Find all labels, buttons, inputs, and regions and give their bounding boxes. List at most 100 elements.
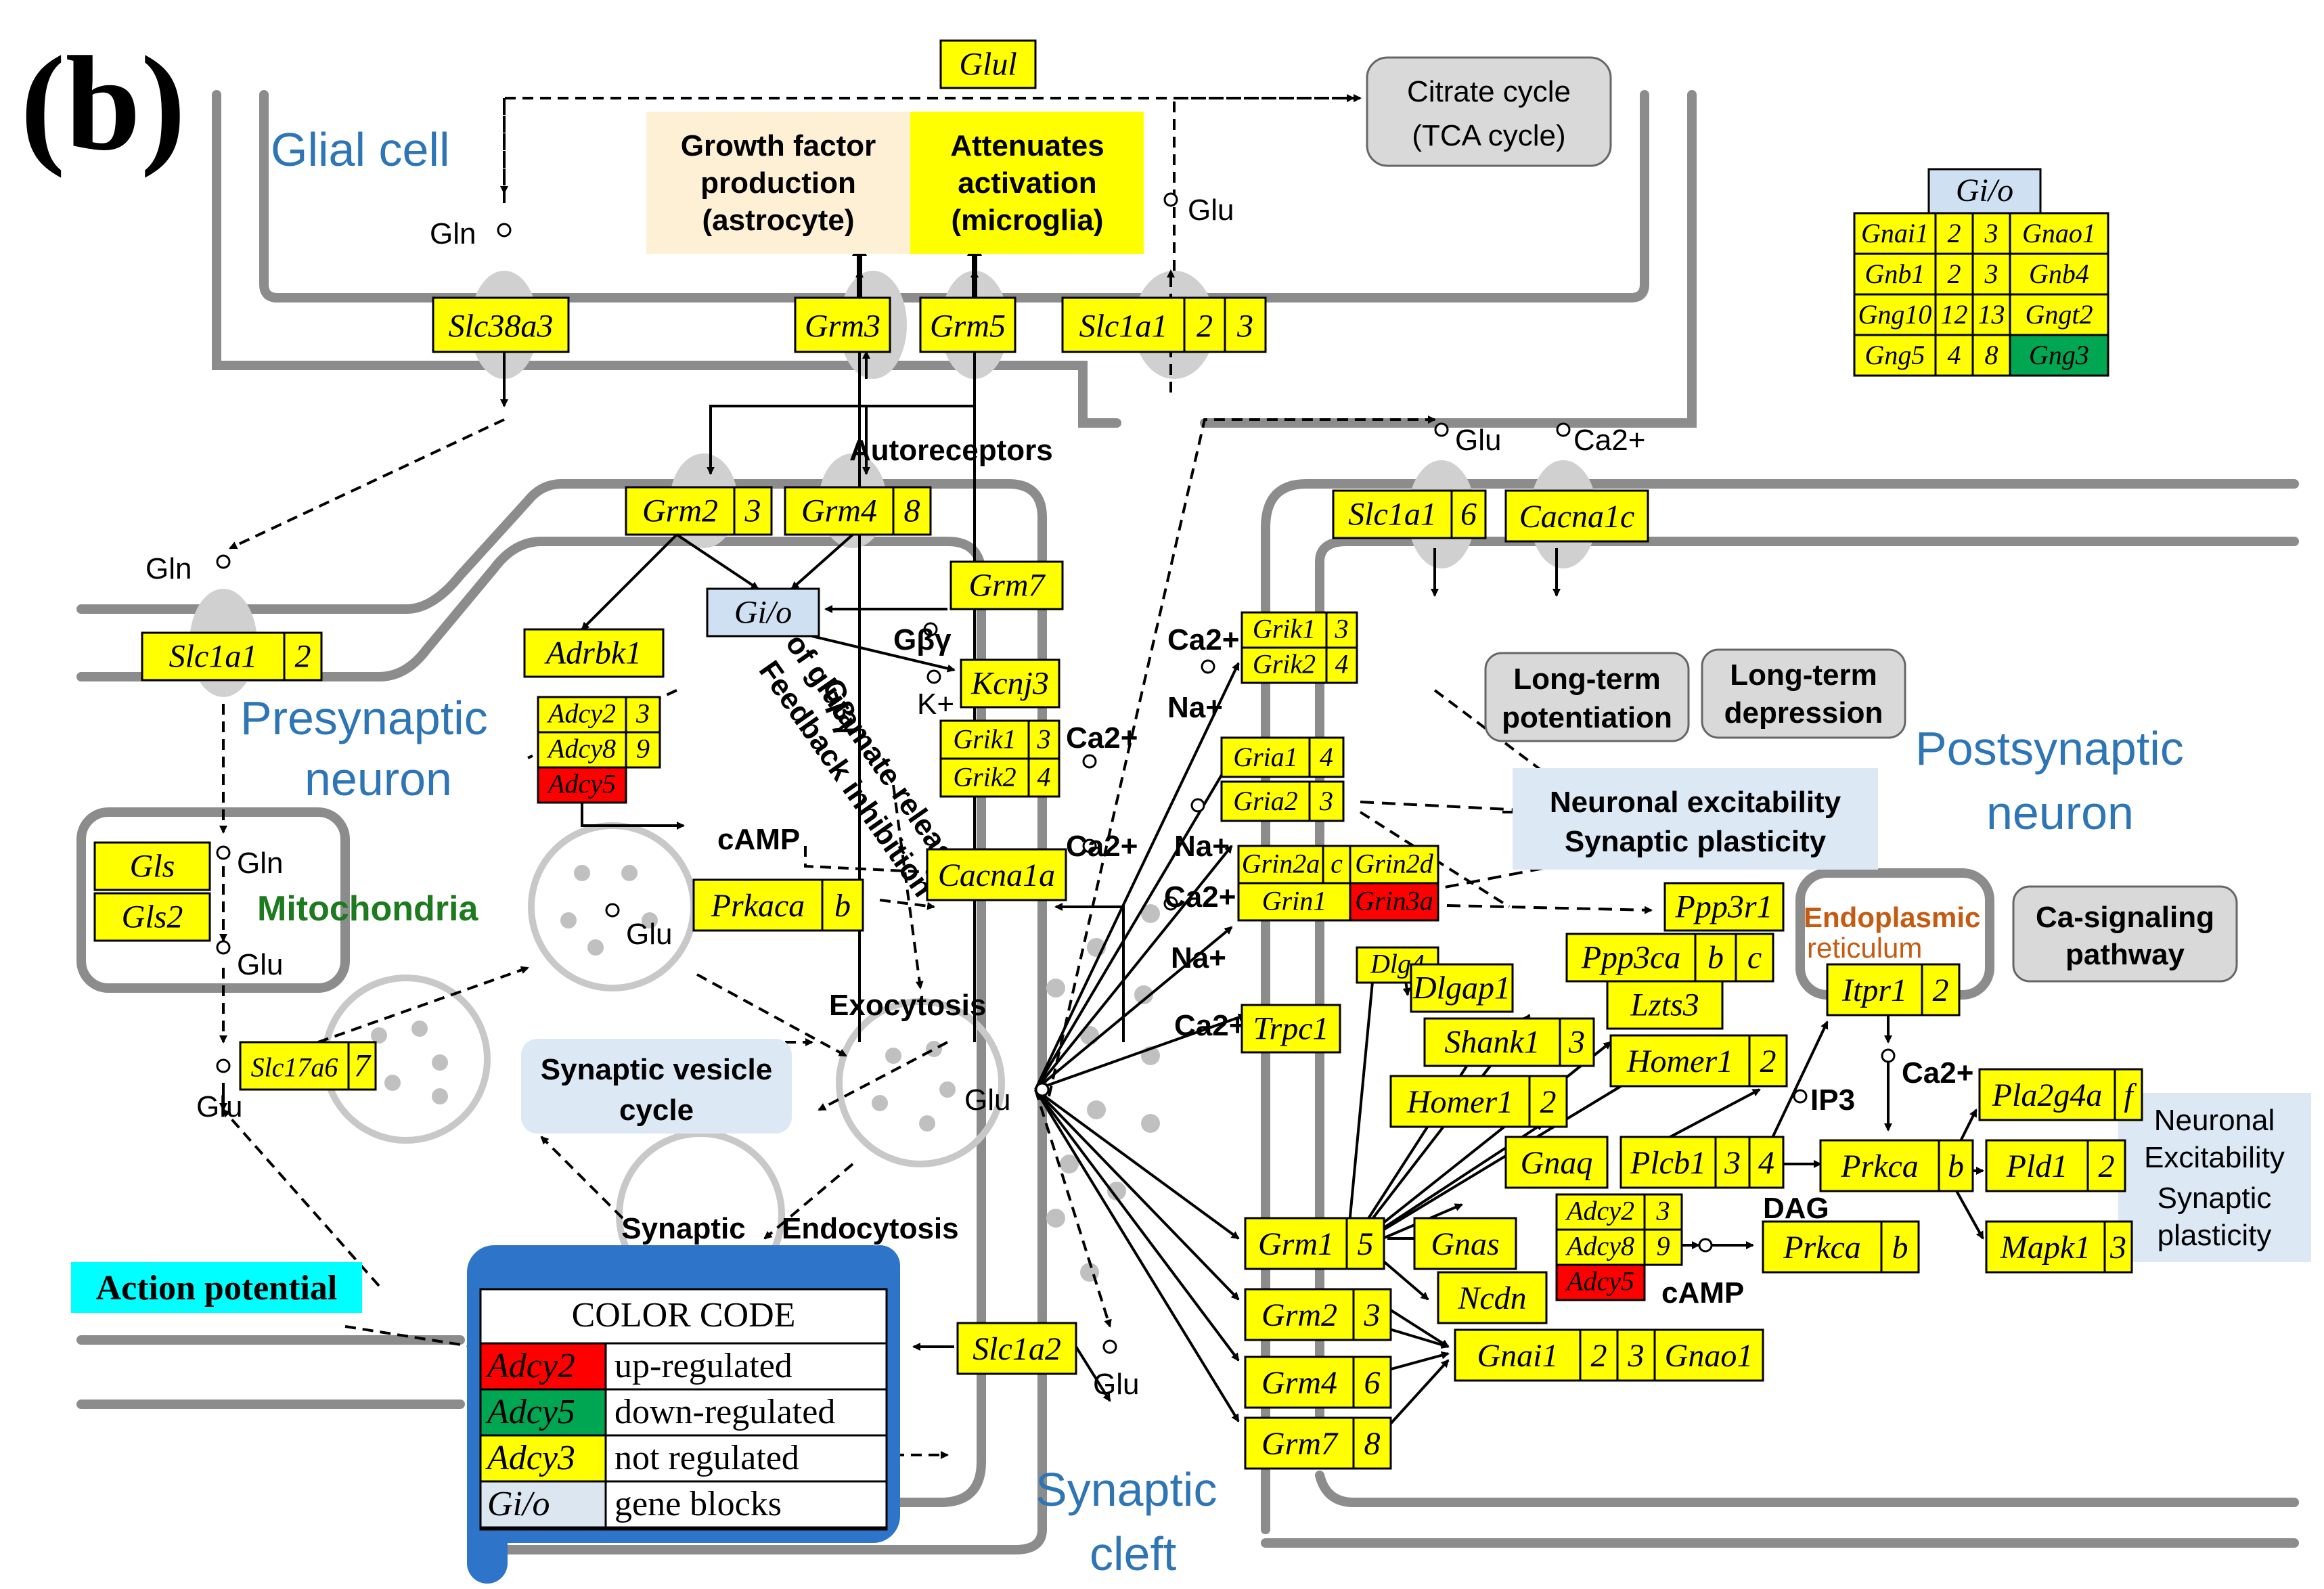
gene-label: 9 [1657,1230,1670,1261]
gene-label: 3 [744,493,761,529]
svg-text:Action potential: Action potential [96,1269,338,1307]
svg-text:Gβγ: Gβγ [893,623,952,656]
region-presynaptic-2: neuron [305,753,452,805]
gene-gls2: Gls2 [93,892,211,942]
gene-label: Grm2 [1261,1297,1337,1333]
legend-gene: Gi/o [487,1485,550,1523]
gene-label: 2 [1948,218,1961,248]
gene-label: c [1331,849,1343,879]
box-ltd: Long-term depression [1701,648,1906,739]
gene-label: Cacna1a [938,857,1055,893]
legend-gene: Adcy5 [485,1393,575,1431]
svg-text:Ca2+: Ca2+ [1167,623,1239,656]
svg-text:Growth factor: Growth factor [681,129,876,162]
gene-label: Adrbk1 [544,635,642,671]
gio-row-2: Gng10 12 13 Gngt2 [1853,293,2109,336]
gene-label: Prkca [1840,1148,1919,1184]
gene-label: Adcy2 [1565,1195,1634,1226]
gene-label: Grik1 [1253,613,1316,644]
gene-label: b [1707,939,1724,975]
gene-label: Pld1 [2006,1148,2068,1184]
gene-label: Homer1 [1406,1084,1513,1120]
gene-label: Gngt2 [2026,299,2093,330]
svg-text:activation: activation [958,166,1096,200]
gene-label: 3 [1037,723,1051,754]
gene-pld1: Pld1 2 [1985,1139,2126,1192]
gene-label: Ppp3r1 [1675,889,1773,924]
gene-dlgap1: Dlgap1 [1410,963,1514,1013]
gene-adcy5-post: Adcy5 [1555,1263,1646,1301]
svg-text:Synaptic plasticity: Synaptic plasticity [1565,825,1827,858]
region-postsynaptic-2: neuron [1986,786,2134,839]
svg-text:Na+: Na+ [1174,830,1230,863]
svg-text:production: production [700,166,856,200]
gene-gio-header: Gi/o [1927,168,2042,215]
svg-text:Neuronal excitability: Neuronal excitability [1550,786,1841,819]
gene-label: Gi/o [1956,173,2013,208]
svg-text:Ca2+: Ca2+ [1066,830,1138,863]
svg-text:(TCA cycle): (TCA cycle) [1412,119,1565,152]
svg-text:plasticity: plasticity [2158,1219,2272,1252]
gene-label: 12 [1941,299,1968,330]
gene-label: Trpc1 [1253,1010,1328,1046]
gene-label: Gnao1 [1665,1338,1753,1374]
gene-kcnj3: Kcnj3 [960,658,1060,709]
region-postsynaptic-1: Postsynaptic [1915,722,2184,775]
gene-label: 13 [1978,299,2005,330]
svg-text:Ca2+: Ca2+ [1902,1056,1973,1090]
gene-label: Gng10 [1858,299,1932,330]
gene-label: 2 [1540,1084,1557,1120]
gene-label: 3 [2109,1230,2126,1266]
gene-homer1-b: Homer1 2 [1389,1075,1568,1128]
svg-text:Ca-signaling: Ca-signaling [2036,901,2214,934]
gene-ppp3r1: Ppp3r1 [1663,882,1785,932]
gene-label: 3 [1335,613,1349,644]
svg-text:cAMP: cAMP [1661,1276,1744,1310]
gene-label: 3 [1984,218,1998,248]
gene-label: Gng3 [2029,340,2089,370]
gene-grik1-post: Grik1 3 [1241,611,1358,649]
gene-label: Slc1a1 [1079,309,1168,344]
gene-label: Grm5 [930,309,1006,344]
gene-label: Plcb1 [1630,1145,1706,1181]
gene-label: Ncdn [1457,1280,1526,1316]
svg-text:Gln: Gln [237,847,283,880]
gene-label: Grin2d [1355,849,1434,879]
gene-label: Grin2a [1242,849,1320,879]
gene-label: Gnb4 [2029,259,2089,289]
legend-gene: Adcy3 [485,1439,575,1477]
gene-grin2: Grin2a c Grin2d [1237,845,1439,885]
gene-label: Grm7 [1261,1426,1339,1462]
gene-label: b [1948,1148,1964,1184]
gene-label: Grm1 [1258,1226,1334,1262]
svg-text:Endocytosis: Endocytosis [782,1212,959,1245]
svg-text:Ca2+: Ca2+ [1174,1009,1246,1042]
legend-meaning: up-regulated [614,1347,792,1385]
gene-label: Ppp3ca [1581,939,1681,975]
gene-label: b [1892,1230,1908,1266]
gene-label: Gnas [1431,1226,1499,1262]
gene-label: 4 [1320,742,1333,772]
gene-label: 3 [1236,309,1253,344]
region-glial-cell: Glial cell [271,123,450,176]
gene-label: Itpr1 [1841,972,1907,1008]
svg-text:Glu: Glu [237,948,283,981]
gene-grm5: Grm5 [919,296,1016,353]
gene-label: 2 [2099,1148,2115,1184]
gene-label: Gnai1 [1477,1338,1559,1374]
gene-label: Dlgap1 [1412,970,1511,1006]
